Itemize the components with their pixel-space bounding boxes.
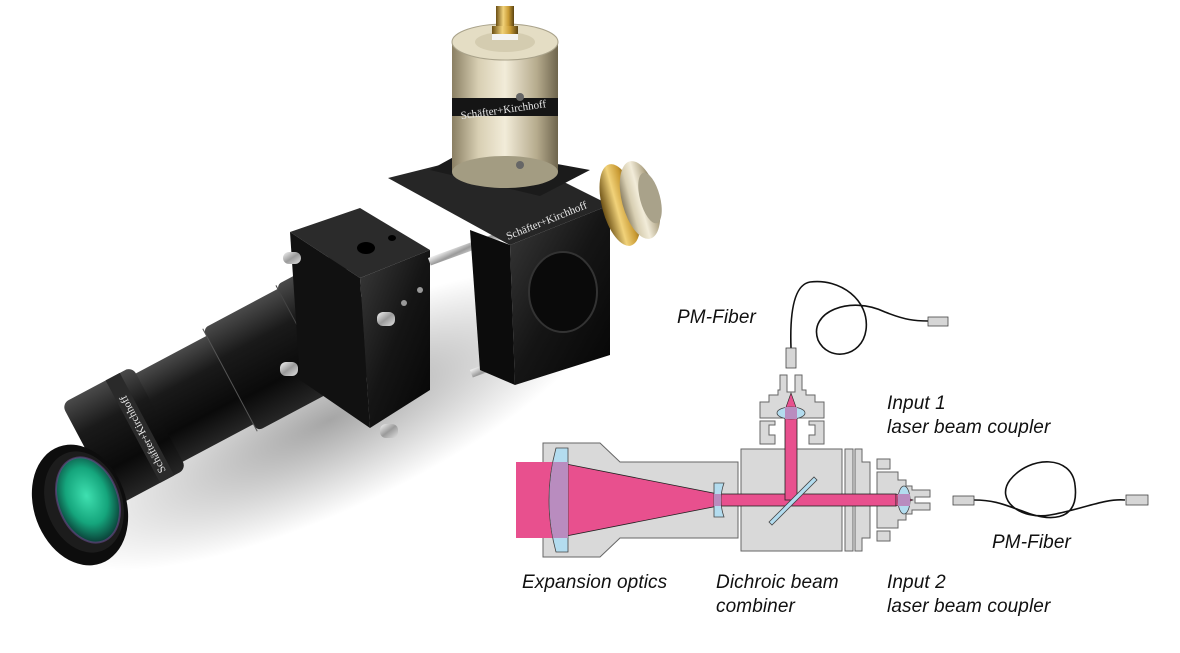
label-input2-line2: laser beam coupler: [887, 596, 1051, 617]
label-dichroic-line1: Dichroic beam: [716, 572, 839, 593]
input1-flange-right: [808, 420, 825, 445]
input2-flange-bottom: [876, 530, 891, 542]
input2-flange-top: [876, 458, 891, 470]
fiber-right-connector-end: [1125, 494, 1149, 506]
fiber-top: [790, 280, 929, 355]
input1-lens-overlap: [785, 407, 797, 419]
label-pm-fiber-top: PM-Fiber: [677, 307, 756, 328]
label-input1-line1: Input 1: [887, 393, 946, 414]
fiber-right-connector-coupler: [952, 495, 975, 506]
negative-lens-overlap: [714, 494, 721, 506]
top-coupler: Schäfter+Kirchhoff: [430, 6, 590, 196]
cube-left: [280, 208, 430, 438]
front-lens: [31, 444, 129, 566]
label-input1-line2: laser beam coupler: [887, 417, 1051, 438]
fiber-right: [973, 461, 1126, 519]
dichroic-mirror: [768, 476, 818, 526]
label-input2-line1: Input 2: [887, 572, 946, 593]
input2-lens-overlap: [898, 494, 910, 506]
side-coupler: [599, 161, 662, 246]
product-photo: Schäfter+Kirchhoff: [31, 6, 662, 571]
schematic: [516, 280, 1149, 558]
horizontal-beam: [717, 493, 897, 507]
input1-flange-left: [759, 420, 776, 445]
large-lens-beam-overlap: [549, 462, 568, 538]
label-dichroic-line2: combiner: [716, 596, 795, 617]
fiber-top-connector-coupler: [785, 347, 797, 369]
vertical-beam: [784, 409, 798, 501]
cube-right: Schäfter+Kirchhoff: [388, 150, 610, 385]
label-pm-fiber-right: PM-Fiber: [992, 532, 1071, 553]
fiber-top-connector-end: [927, 316, 949, 327]
label-expansion-optics: Expansion optics: [522, 572, 668, 593]
